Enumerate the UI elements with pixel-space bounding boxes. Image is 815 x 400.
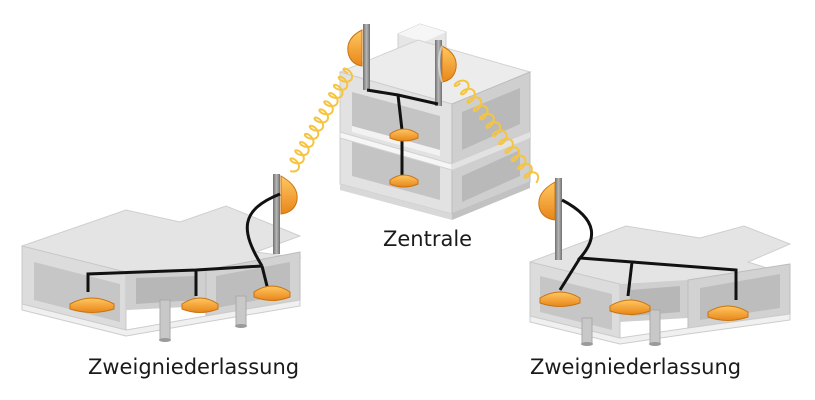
wireless-antenna-icon	[538, 181, 556, 221]
access-point-icon	[707, 305, 749, 321]
wireless-antenna-icon	[273, 174, 280, 254]
access-point-icon	[181, 297, 219, 313]
access-point-icon	[389, 174, 419, 188]
branch-office-label-right: Zweigniederlassung	[530, 355, 742, 379]
access-point-icon	[69, 297, 115, 313]
wireless-antenna-icon	[347, 29, 363, 67]
wireless-antenna-icon	[280, 175, 298, 215]
wireless-antenna-icon	[363, 24, 370, 90]
wireless-signal-icon	[453, 79, 540, 184]
wireless-signal-icon	[289, 67, 354, 173]
wireless-antenna-icon	[435, 40, 442, 106]
access-point-icon	[539, 291, 581, 307]
access-point-icon	[609, 299, 651, 315]
branch-building-left	[21, 174, 302, 342]
branch-building-right	[529, 178, 792, 346]
central-office-label: Zentrale	[383, 227, 473, 251]
wireless-antenna-icon	[441, 45, 457, 83]
wireless-antenna-icon	[555, 178, 562, 260]
access-point-icon	[253, 285, 291, 301]
branch-office-label-left: Zweigniederlassung	[88, 355, 300, 379]
access-point-icon	[389, 128, 419, 142]
central-building	[338, 23, 532, 220]
